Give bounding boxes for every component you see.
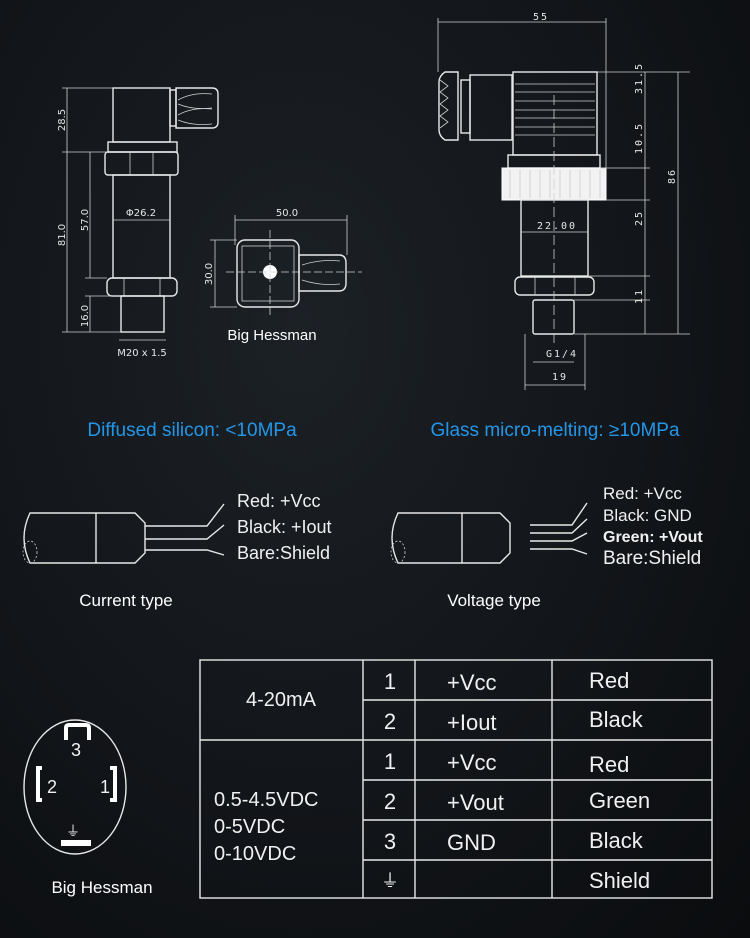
dim-hex: 19 [552, 372, 568, 383]
current-wire-black: Black: +Iout [237, 517, 332, 537]
signal-voltage-1: 0.5-4.5VDC [214, 789, 319, 811]
color-cell: Green [589, 788, 650, 813]
function-cell: +Iout [447, 710, 497, 735]
dim-thread-length: 11 [634, 288, 645, 304]
signal-current: 4-20mA [246, 689, 317, 711]
signal-voltage-2: 0-5VDC [214, 816, 285, 838]
dim-thread-height: 16.0 [80, 305, 91, 327]
dim-total-height: 81.0 [57, 224, 68, 246]
table-row: 1 +Vcc Red [384, 668, 629, 695]
table-row: 3 GND Black [384, 828, 644, 855]
dim-width: 55 [533, 12, 549, 23]
pinout-table: 4-20mA 0.5-4.5VDC 0-5VDC 0-10VDC 1 +Vcc … [199, 659, 713, 899]
voltage-wire-red: Red: +Vcc [603, 484, 682, 503]
dim-ring: 10.5 [634, 122, 645, 154]
dim-body: 25 [634, 210, 645, 226]
dim-thread: G1/4 [546, 349, 578, 360]
table-row: ⏚ Shield [381, 868, 650, 893]
pin-cell: 1 [384, 669, 396, 694]
ground-icon: ⏚ [381, 871, 399, 891]
voltage-type-caption: Voltage type [447, 591, 541, 610]
function-cell: +Vcc [447, 670, 497, 695]
glass-micro-melting-sensor-drawing: 55 31.5 10.5 86 25 11 22.00 G1/4 19 [437, 12, 690, 390]
pinout-caption: Big Hessman [51, 878, 152, 897]
current-wire-red: Red: +Vcc [237, 491, 321, 511]
function-cell: GND [447, 830, 496, 855]
heading-glass-micro-melting: Glass micro-melting: ≥10MPa [430, 420, 679, 441]
hessman-connector-drawing: 50.0 30.0 Big Hessman [204, 208, 362, 344]
color-cell: Black [589, 828, 644, 853]
pin-cell: 2 [384, 789, 396, 814]
table-row: 2 +Iout Black [384, 707, 644, 735]
pin-cell: 3 [384, 829, 396, 854]
voltage-wire-green: Green: +Vout [603, 529, 703, 546]
pin-cell: 1 [384, 749, 396, 774]
dim-body-diameter: 22.00 [537, 221, 577, 232]
dim-top-height: 28.5 [57, 109, 68, 131]
dim-connector-height: 30.0 [204, 263, 215, 285]
heading-diffused-silicon: Diffused silicon: <10MPa [87, 420, 297, 441]
function-cell: +Vout [447, 790, 504, 815]
connector-caption: Big Hessman [227, 327, 316, 344]
table-row: 2 +Vout Green [384, 788, 650, 815]
pin-cell: 2 [384, 709, 396, 734]
dim-total: 86 [667, 168, 678, 184]
voltage-wire-shield: Bare:Shield [603, 548, 701, 569]
dim-head: 31.5 [634, 62, 645, 94]
color-cell: Black [589, 707, 644, 732]
dim-diameter: Φ26.2 [126, 208, 156, 219]
current-type-cable-icon [22, 503, 225, 564]
current-type-caption: Current type [79, 591, 173, 610]
color-cell: Shield [589, 868, 650, 893]
ground-icon: ⏚ [66, 823, 80, 839]
current-wire-shield: Bare:Shield [237, 543, 330, 563]
color-cell: Red [589, 752, 629, 777]
dim-thread: M20 x 1.5 [117, 348, 167, 359]
dim-body-height: 57.0 [80, 209, 91, 231]
table-row: 1 +Vcc Red [384, 749, 629, 777]
color-cell: Red [589, 668, 629, 693]
diffused-silicon-sensor-drawing: 28.5 81.0 57.0 16.0 Φ26.2 M20 x 1.5 [57, 87, 219, 359]
voltage-wire-black: Black: GND [603, 506, 692, 525]
pin-3-label: 3 [71, 740, 81, 760]
signal-voltage-3: 0-10VDC [214, 843, 296, 865]
pin-2-label: 2 [47, 777, 57, 797]
pin-1-label: 1 [100, 777, 110, 797]
voltage-type-cable-icon [390, 502, 588, 564]
pinout-connector-icon: 3 2 1 ⏚ [23, 719, 127, 855]
function-cell: +Vcc [447, 750, 497, 775]
dim-connector-width: 50.0 [276, 208, 298, 219]
